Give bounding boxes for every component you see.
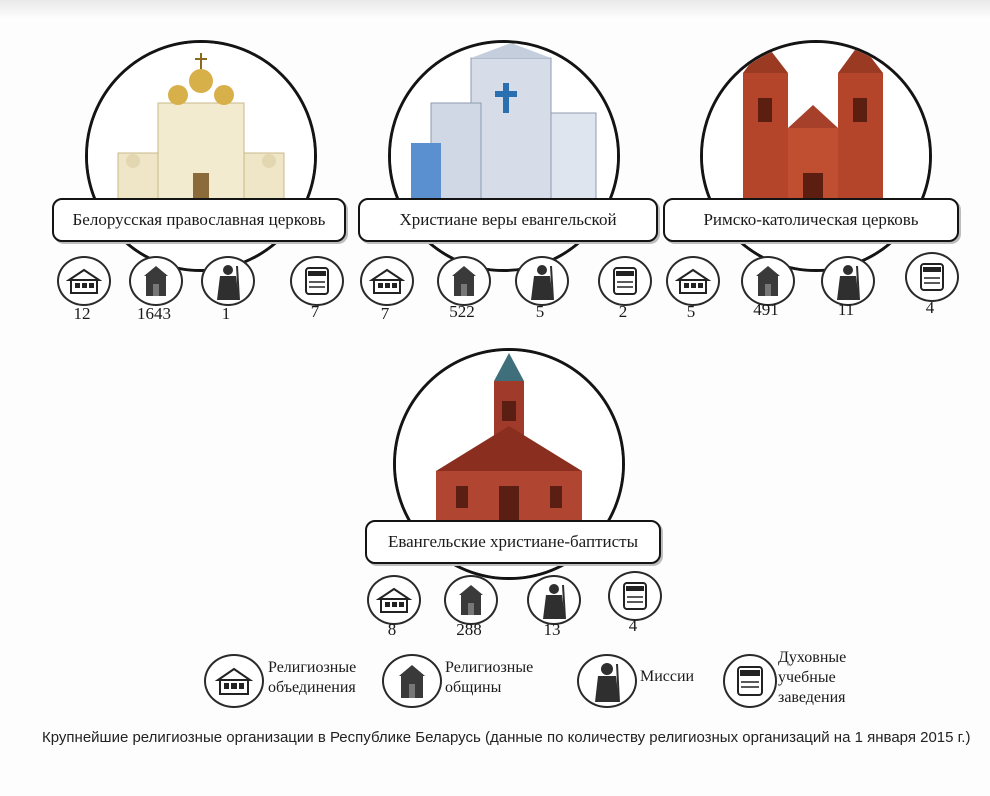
monk-icon [527, 575, 581, 625]
monk-icon [821, 256, 875, 306]
unions-count: 7 [380, 304, 390, 323]
missions-count: 11 [837, 300, 855, 319]
org-title: Белорусская православная церковь [52, 198, 346, 242]
monk-icon [201, 256, 255, 306]
building-icon [666, 256, 720, 306]
org-title: Римско-католическая церковь [663, 198, 959, 242]
communities-count: 288 [456, 620, 482, 639]
scan-edge [0, 0, 990, 18]
schools-count: 4 [628, 616, 638, 635]
church-icon [129, 256, 183, 306]
communities-count: 522 [449, 302, 475, 321]
church-icon [741, 256, 795, 306]
book-icon [608, 571, 662, 621]
communities-count: 491 [753, 300, 779, 319]
communities-count: 1643 [137, 304, 171, 323]
monk-icon [577, 654, 637, 708]
book-icon [723, 654, 777, 708]
schools-count: 7 [310, 302, 320, 321]
unions-count: 5 [686, 302, 696, 321]
legend-unions-label: Религиозные объединения [268, 659, 357, 696]
building-icon [360, 256, 414, 306]
org-title: Христиане веры евангельской [358, 198, 658, 242]
unions-count: 12 [73, 304, 91, 323]
unions-count: 8 [387, 620, 397, 639]
schools-count: 4 [925, 298, 935, 317]
church-icon [444, 575, 498, 625]
missions-count: 1 [221, 304, 231, 323]
building-icon [204, 654, 264, 708]
figure-caption: Крупнейшие религиозные организации в Рес… [42, 729, 971, 746]
book-icon [598, 256, 652, 306]
org-title: Евангельские христиане-баптисты [365, 520, 661, 564]
missions-count: 5 [535, 302, 545, 321]
missions-count: 13 [543, 620, 561, 639]
church-icon [437, 256, 491, 306]
church-icon [382, 654, 442, 708]
legend-communities-label: Религиозные общины [445, 659, 534, 696]
building-icon [57, 256, 111, 306]
schools-count: 2 [618, 302, 628, 321]
monk-icon [515, 256, 569, 306]
book-icon [290, 256, 344, 306]
legend-missions-label: Миссии [640, 668, 695, 685]
legend-schools-label: Духовные учебные заведения [778, 649, 847, 706]
building-icon [367, 575, 421, 625]
book-icon [905, 252, 959, 302]
